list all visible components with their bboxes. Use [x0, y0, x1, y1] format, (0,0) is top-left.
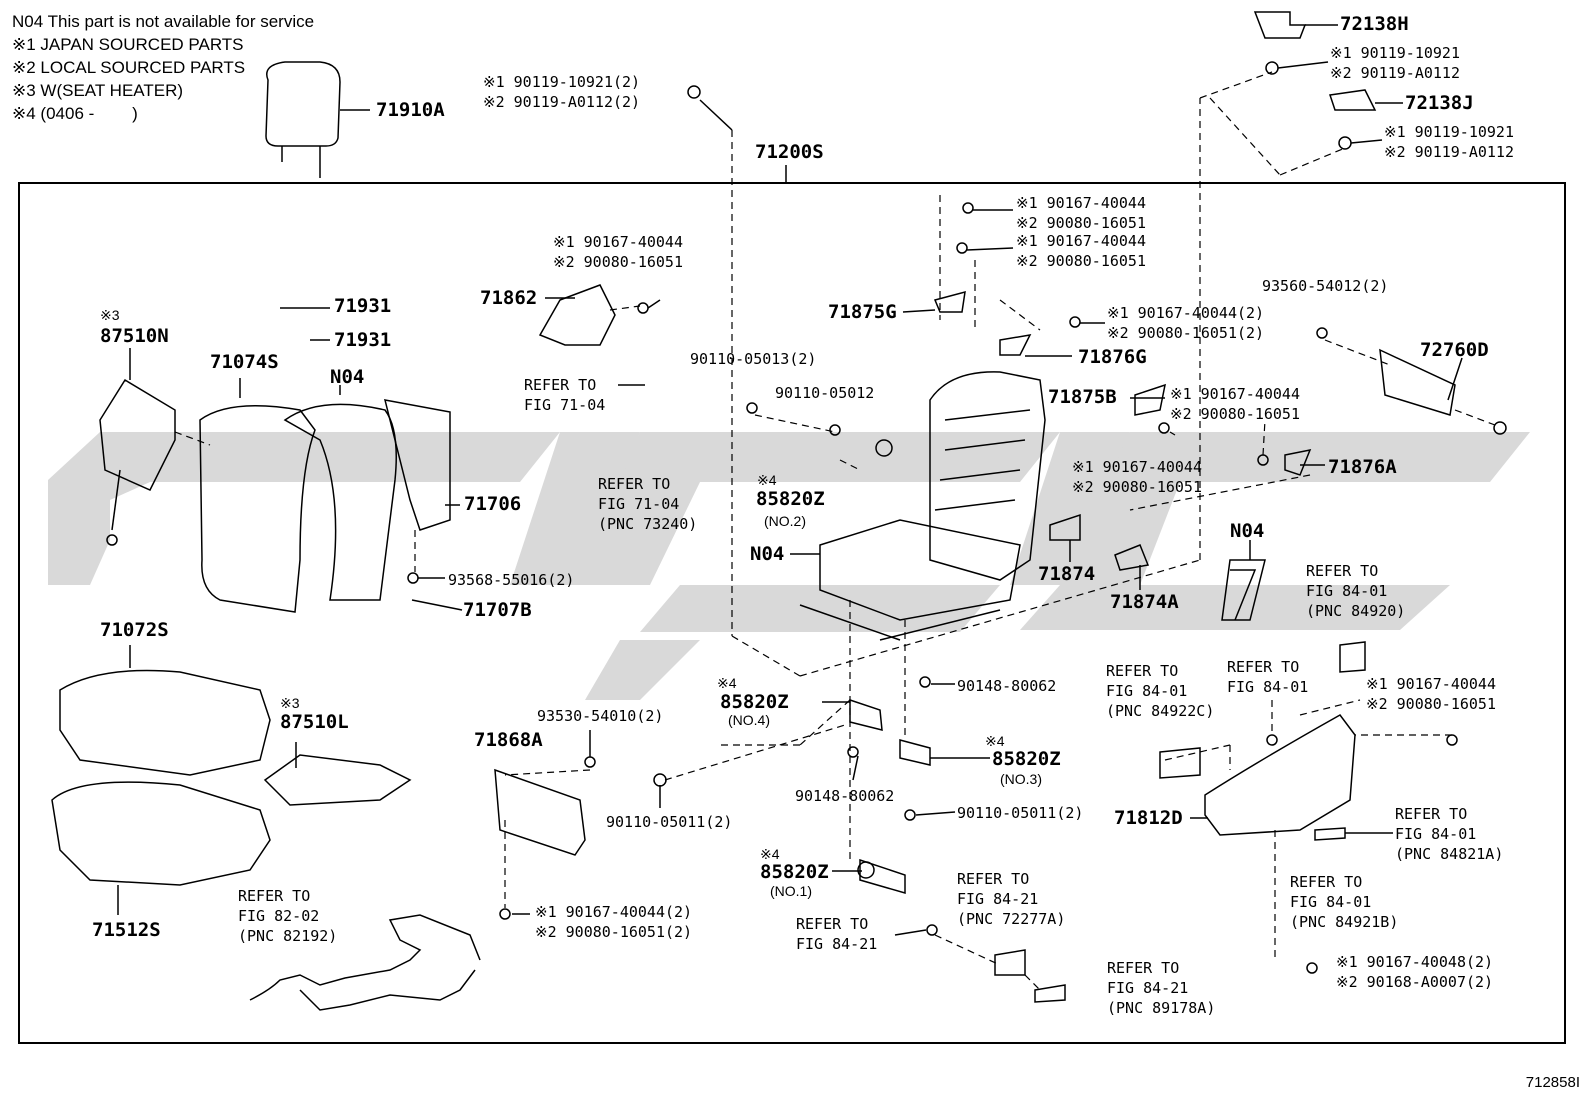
note-mark: ※4	[757, 472, 777, 488]
diagram-code: 712858I	[1525, 1074, 1580, 1091]
part-label[interactable]: 71876A	[1328, 456, 1397, 478]
seat-frame-back	[929, 371, 1046, 581]
part-label[interactable]: 90148-80062	[795, 787, 895, 805]
part-label[interactable]: ※1 90167-40044 ※2 90080-16051	[1366, 675, 1496, 713]
part-label[interactable]: 71874	[1038, 563, 1096, 585]
refer-label[interactable]: REFER TO FIG 84-01 (PNC 84921B)	[1290, 873, 1399, 931]
part-label[interactable]: ※1 90167-40044 ※2 90080-16051	[553, 233, 683, 271]
headrest-shape	[265, 61, 341, 147]
part-label[interactable]: 71812D	[1114, 807, 1183, 829]
refer-label[interactable]: REFER TO FIG 82-02 (PNC 82192)	[238, 887, 338, 945]
part-label[interactable]: ※1 90119-10921 ※2 90119-A0112	[1384, 123, 1514, 161]
part-71862	[538, 284, 616, 346]
note-mark: ※4	[717, 675, 737, 691]
part-72138H	[1253, 11, 1307, 39]
part-label[interactable]: 71512S	[92, 919, 161, 941]
refer-label[interactable]: REFER TO FIG 84-01	[1227, 658, 1309, 696]
part-label[interactable]: ※1 90167-40044 ※2 90080-16051	[1170, 385, 1300, 423]
dashed-leaders	[174, 71, 1496, 991]
part-label[interactable]: 71074S	[210, 351, 279, 373]
note-mark: ※3	[100, 307, 120, 323]
note-line: ※3 W(SEAT HEATER)	[12, 81, 184, 100]
note-mark: ※4	[985, 733, 1005, 749]
part-label[interactable]: 71707B	[463, 599, 532, 621]
part-label[interactable]: ※1 90167-40044 ※2 90080-16051	[1016, 194, 1146, 232]
part-sublabel: (NO.4)	[728, 712, 770, 728]
refer-label[interactable]: REFER TO FIG 84-21	[796, 915, 878, 953]
part-N04-right	[1221, 559, 1266, 621]
part-label[interactable]: 90148-80062	[957, 677, 1057, 695]
part-71812D	[1204, 714, 1356, 836]
part-label[interactable]: ※1 90167-40048(2) ※2 90168-A0007(2)	[1336, 953, 1494, 991]
part-label[interactable]: 90110-05013(2)	[690, 350, 817, 368]
part-sublabel: (NO.3)	[1000, 771, 1042, 787]
part-label[interactable]: 71876G	[1078, 346, 1147, 368]
watermark-logo	[48, 432, 1530, 700]
part-72138J	[1329, 89, 1377, 111]
part-label[interactable]: 90110-05012	[775, 384, 875, 402]
part-label[interactable]: 72138H	[1340, 13, 1409, 35]
note-mark: ※3	[280, 695, 300, 711]
part-label[interactable]: 71868A	[474, 729, 543, 751]
part-label[interactable]: 90110-05011(2)	[606, 813, 733, 831]
part-label[interactable]: ※1 90167-40044(2) ※2 90080-16051(2)	[535, 903, 693, 941]
assembly-frame	[18, 182, 1566, 1044]
part-label[interactable]: 71875B	[1048, 386, 1117, 408]
refer-label[interactable]: REFER TO FIG 84-21 (PNC 89178A)	[1107, 959, 1216, 1017]
part-label: N04	[1230, 520, 1265, 542]
part-sublabel: (NO.2)	[764, 513, 806, 529]
refer-label[interactable]: REFER TO FIG 84-01 (PNC 84821A)	[1395, 805, 1504, 863]
note-line: ※1 JAPAN SOURCED PARTS	[12, 35, 244, 54]
seat-back-cover	[199, 405, 316, 613]
refer-label[interactable]: REFER TO FIG 84-01 (PNC 84920)	[1306, 562, 1406, 620]
part-label[interactable]: ※1 90167-40044 ※2 90080-16051	[1016, 232, 1146, 270]
part-71868A	[494, 768, 586, 856]
part-label[interactable]: 87510N	[100, 325, 169, 347]
part-72760D	[1379, 348, 1456, 416]
part-label[interactable]: 71200S	[755, 141, 824, 163]
part-drawings	[51, 11, 1507, 1011]
part-sublabel: (NO.1)	[770, 883, 812, 899]
part-label[interactable]: 71072S	[100, 619, 169, 641]
part-label[interactable]: 85820Z	[992, 748, 1061, 770]
part-label: N04	[330, 366, 365, 388]
refer-label[interactable]: REFER TO FIG 84-01 (PNC 84922C)	[1106, 662, 1215, 720]
seat-cushion-pad	[51, 781, 271, 886]
note-line: ※2 LOCAL SOURCED PARTS	[12, 58, 246, 77]
part-label[interactable]: ※1 90167-40044 ※2 90080-16051	[1072, 458, 1202, 496]
part-label[interactable]: 71874A	[1110, 591, 1179, 613]
part-label[interactable]: 93568-55016(2)	[448, 571, 575, 589]
part-label[interactable]: 71910A	[376, 99, 445, 121]
refer-label[interactable]: REFER TO FIG 71-04	[524, 376, 606, 414]
part-label[interactable]: 71875G	[828, 301, 897, 323]
part-label[interactable]: 71706	[464, 493, 522, 515]
part-label[interactable]: ※1 90119-10921(2) ※2 90119-A0112(2)	[483, 73, 641, 111]
part-label: N04	[750, 543, 785, 565]
refer-label[interactable]: REFER TO FIG 71-04 (PNC 73240)	[598, 475, 698, 533]
part-label[interactable]: 93560-54012(2)	[1262, 277, 1389, 295]
part-label[interactable]: 85820Z	[756, 488, 825, 510]
note-mark: ※4	[760, 846, 780, 862]
seat-cushion-cover	[59, 669, 271, 776]
part-label[interactable]: 90110-05011(2)	[957, 804, 1084, 822]
part-label[interactable]: 71931	[334, 295, 392, 317]
part-label[interactable]: ※1 90167-40044(2) ※2 90080-16051(2)	[1107, 304, 1265, 342]
part-label[interactable]: 71862	[480, 287, 538, 309]
legend-notes: N04 This part is not available for servi…	[12, 10, 314, 125]
part-label[interactable]: 72138J	[1405, 92, 1474, 114]
note-line: N04 This part is not available for servi…	[12, 12, 315, 31]
part-label[interactable]: ※1 90119-10921 ※2 90119-A0112	[1330, 44, 1460, 82]
part-label[interactable]: 71931	[334, 329, 392, 351]
note-line: ※4 (0406 - )	[12, 104, 138, 123]
part-label[interactable]: 93530-54010(2)	[537, 707, 664, 725]
part-label[interactable]: 72760D	[1420, 339, 1489, 361]
refer-label[interactable]: REFER TO FIG 84-21 (PNC 72277A)	[957, 870, 1066, 928]
part-label[interactable]: 85820Z	[760, 861, 829, 883]
part-label[interactable]: 85820Z	[720, 691, 789, 713]
seat-frame-base	[819, 519, 1021, 621]
part-label[interactable]: 87510L	[280, 711, 349, 733]
